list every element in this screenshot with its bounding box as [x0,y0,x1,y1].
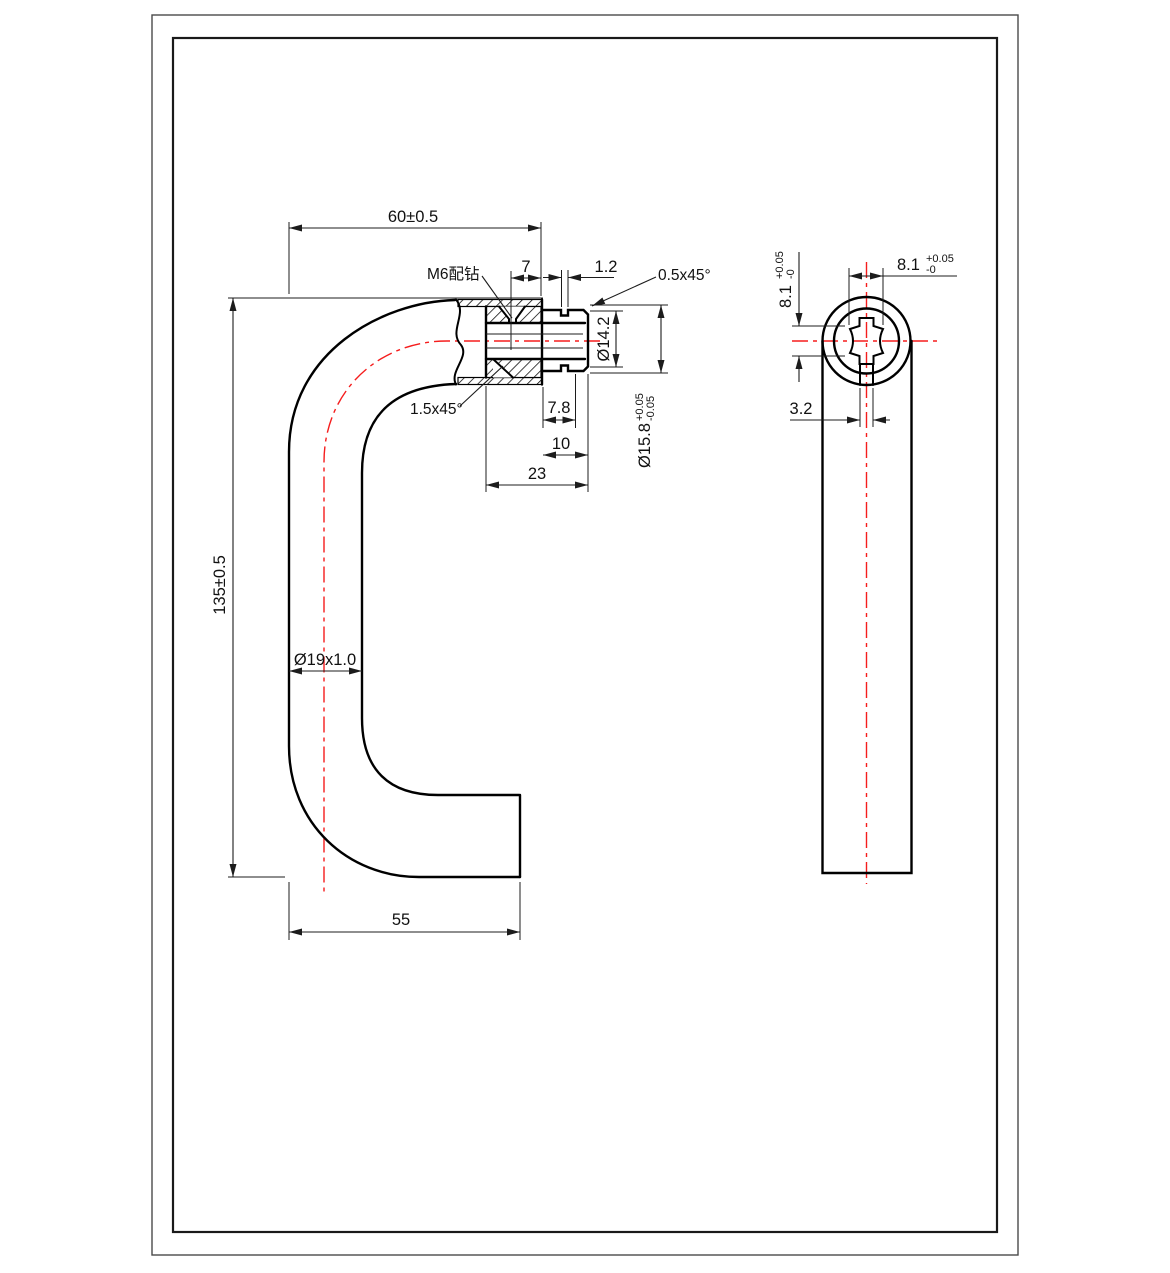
svg-text:+0.05: +0.05 [774,251,786,279]
svg-text:8.1: 8.1 [897,256,920,274]
spindle-shaft-outline [540,308,590,373]
dim-55-label: 55 [392,911,410,929]
drawing-frame [151,14,1019,1256]
dim-7-label: 7 [521,258,530,276]
bar-outline [821,339,913,875]
svg-text:-0: -0 [926,264,936,276]
section-detail [453,298,590,386]
front-centerline [323,340,600,893]
dim-10-label: 10 [552,435,570,453]
svg-text:Ø15.8: Ø15.8 [636,423,654,468]
svg-text:+0.05: +0.05 [634,393,646,421]
chamfer-bore-label: 1.5x45° [410,401,463,418]
front-view [287,298,600,893]
tube-break-line [453,298,465,386]
extension-lines [228,222,884,940]
side-view [792,262,941,884]
dia-14-2-label: Ø14.2 [595,317,613,362]
dim-7-8-label: 7.8 [548,399,571,417]
dim-8-1-v-label: 8.1 +0.05 -0 [774,251,797,308]
tube-inner-circle [832,307,901,375]
svg-text:+0.05: +0.05 [926,253,954,265]
dimensions: 60±0.5 7 1.2 0.5x45° M6配钻 1.5x45° Ø14.2 … [211,208,957,936]
svg-text:-0: -0 [785,269,797,279]
m6-countersink-hole [499,306,525,323]
handle-inner-contour [360,382,521,797]
dia-15-8-label: Ø15.8 +0.05 -0.05 [634,393,657,468]
dim-8-1-h-label: 8.1 +0.05 -0 [897,253,954,276]
dim-1-2-label: 1.2 [595,258,618,276]
dim-60-label: 60±0.5 [388,208,438,226]
handle-outer-contour [287,298,522,879]
bore-chamfer-edge [492,358,514,379]
svg-text:-0.05: -0.05 [645,396,657,421]
chamfer-end-label: 0.5x45° [658,267,711,284]
svg-text:8.1: 8.1 [777,285,795,308]
dim-135-label: 135±0.5 [211,555,229,615]
dim-3-2-label: 3.2 [790,400,813,418]
dia-19-label: Ø19x1.0 [294,651,356,669]
m6-countersink-edges [498,305,526,324]
m6-note-label: M6配钻 [427,265,480,283]
dim-23-label: 23 [528,465,546,483]
tube-wall-bottom-section [457,376,543,386]
